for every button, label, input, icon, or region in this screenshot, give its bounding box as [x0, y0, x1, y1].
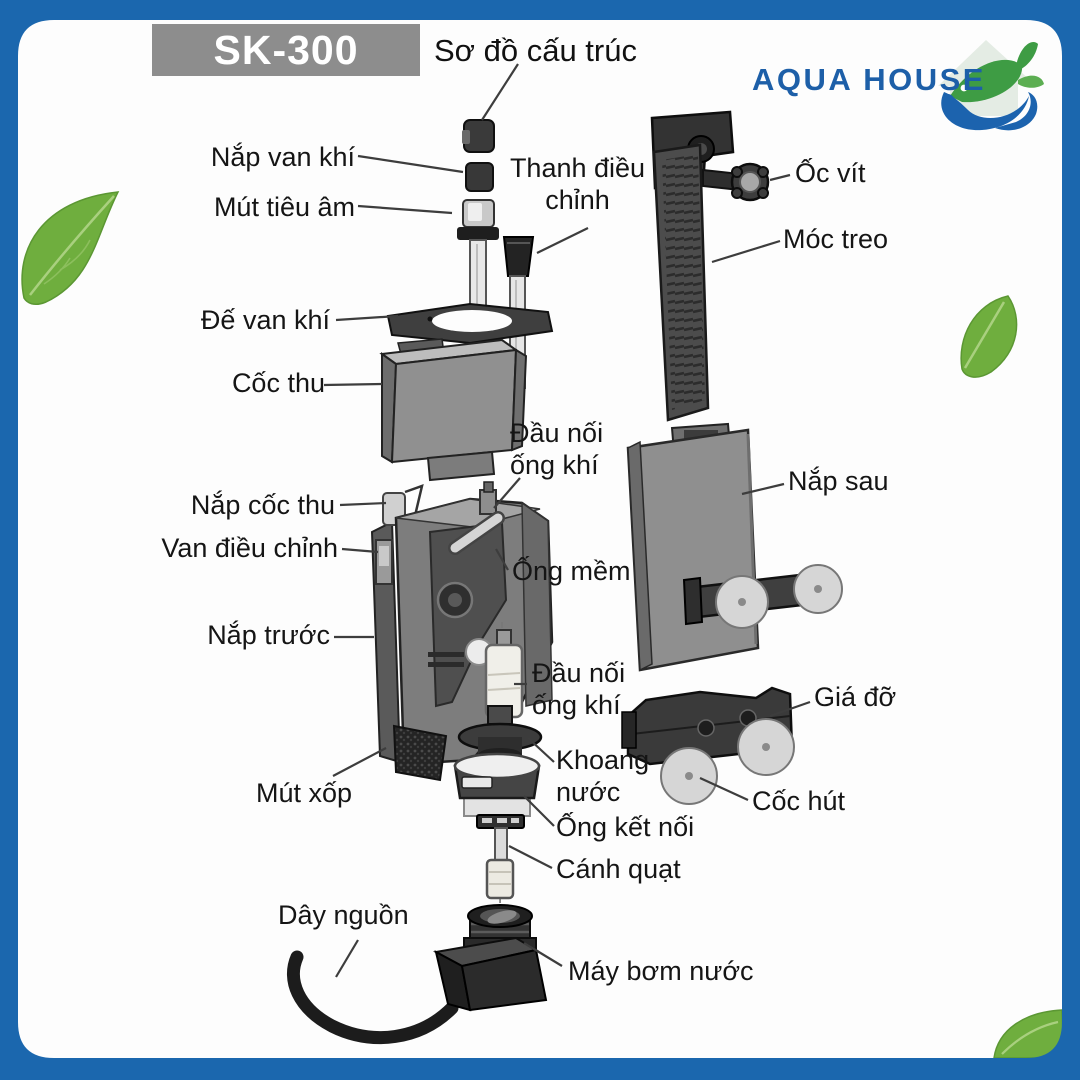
label-water-pump: Máy bơm nước [568, 956, 754, 986]
leaf-left [21, 191, 120, 305]
logo-fish-shape [950, 59, 1023, 103]
decorative-leaves [21, 191, 1065, 1059]
connection-tube-part [453, 752, 541, 817]
air-valve-base-part [386, 302, 554, 359]
label-collection-cup-lid: Nắp cốc thu [190, 490, 335, 520]
leader-lines [323, 63, 811, 978]
label-front-cover: Nắp trước [207, 620, 330, 650]
hanging-hook-part [650, 110, 741, 422]
leaf-right [960, 295, 1018, 378]
logo-wave-shape [941, 92, 1029, 131]
label-collection-cup: Cốc thu [231, 368, 325, 398]
brand-logo-mark [938, 40, 1044, 131]
label-connection-tube: Ống kết nối [556, 812, 695, 842]
power-cord-part [287, 950, 459, 1044]
label-holder-bracket: Giá đỡ [814, 682, 897, 712]
label-back-cover: Nắp sau [788, 466, 889, 496]
label-suction-cup: Cốc hút [752, 786, 846, 816]
back-suction-bracket-part [682, 564, 843, 629]
label-air-valve-cap: Nắp van khí [210, 142, 355, 172]
brand-logo-text: AQUA HOUSE [752, 62, 986, 97]
thumb-screw-part [730, 162, 770, 202]
label-power-cord: Dây nguồn [278, 900, 409, 930]
label-adjustment-rod: Thanh điều chỉnh [509, 153, 646, 215]
label-control-valve: Van điều chỉnh [161, 533, 338, 563]
collection-cup-part [379, 338, 528, 482]
impeller-part [476, 814, 525, 900]
leaf-bottom-right [993, 1009, 1065, 1059]
label-air-valve-base: Đế van khí [200, 305, 330, 335]
label-hanging-hook: Móc treo [783, 224, 889, 254]
model-badge: SK-300 [152, 24, 420, 76]
label-air-hose-connector-bottom: Đầu nối ống khí [532, 658, 626, 720]
water-pump-part [287, 904, 548, 1044]
label-impeller: Cánh quạt [556, 854, 681, 884]
label-sound-damper: Mút tiêu âm [213, 192, 355, 222]
label-air-hose-connector-top: Đầu nối ống khí [510, 418, 604, 480]
label-foam-sponge: Mút xốp [256, 778, 353, 808]
label-screw: Ốc vít [795, 158, 866, 188]
air-valve-stack-part [457, 119, 499, 335]
label-water-chamber: Khoang nước [556, 745, 650, 807]
back-cover-part [626, 422, 760, 672]
air-hose-connector-part [465, 629, 524, 729]
holder-bracket-part [621, 686, 795, 805]
diagram-title: Sơ đồ cấu trúc [434, 33, 637, 68]
label-soft-tube: Ống mềm [512, 556, 631, 586]
